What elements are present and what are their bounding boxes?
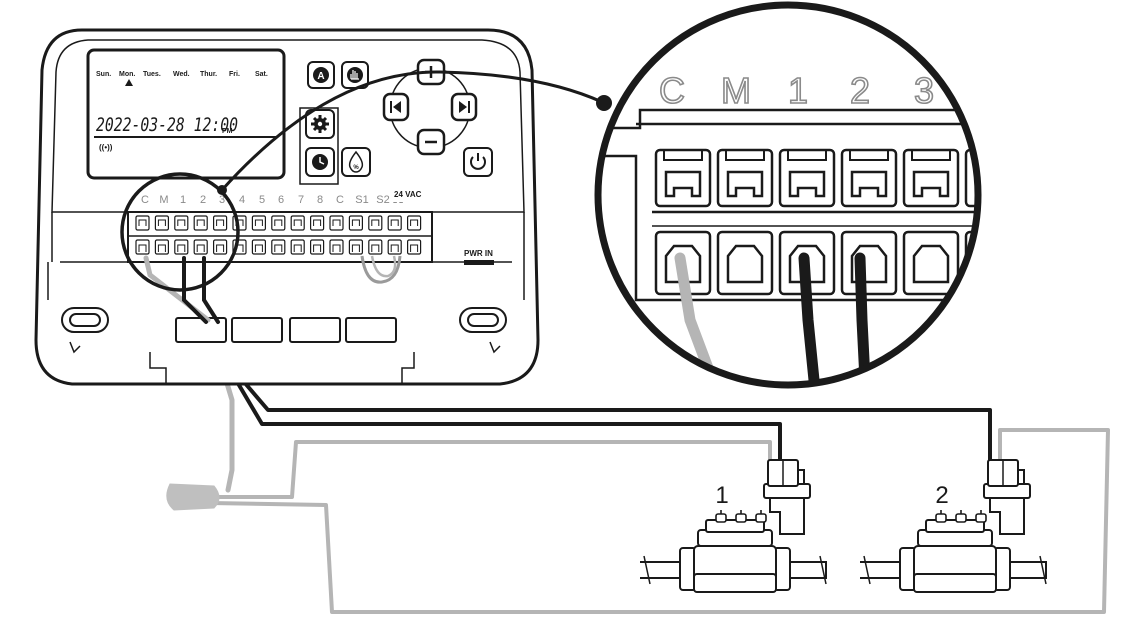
terminal-slot[interactable] — [310, 215, 325, 255]
solenoid-valve: 1 — [640, 459, 827, 593]
valve-label: 1 — [715, 482, 728, 509]
vac-label: 24 VAC — [394, 190, 422, 199]
terminal-slot[interactable] — [329, 215, 344, 255]
zoom-terminal — [654, 148, 712, 296]
terminal-slot[interactable] — [154, 215, 169, 255]
terminal-slot[interactable] — [251, 215, 266, 255]
magnify-link-line — [220, 70, 603, 192]
terminal-label: 6 — [278, 194, 284, 206]
percent-drop-icon: % — [348, 150, 364, 173]
gear-icon — [311, 115, 329, 133]
mounting-slot-right — [459, 307, 507, 333]
terminal-label: M — [159, 194, 168, 206]
magnifier-callout — [120, 70, 612, 292]
next-button[interactable] — [450, 92, 478, 122]
minus-button[interactable] — [416, 128, 446, 156]
terminal-label: C — [336, 194, 344, 206]
zoom-zone-1-wire — [798, 252, 822, 385]
terminal-slot[interactable] — [135, 215, 150, 255]
valve-label: 2 — [935, 482, 948, 509]
svg-text:%: % — [353, 165, 359, 171]
terminal-slot[interactable] — [368, 215, 383, 255]
common-wire-valve-1 — [208, 440, 772, 499]
auto-button-label: A — [317, 71, 324, 82]
mounting-slot-left — [61, 307, 109, 333]
zoom-zone-2-wire — [854, 252, 872, 385]
weekday-row: Sun. Mon. Tues. Wed. Thur. Fri. Sat. — [96, 71, 268, 78]
terminal-slot[interactable] — [348, 215, 363, 255]
hand-icon — [350, 70, 359, 80]
solenoid-valve: 2 — [860, 459, 1047, 593]
pwr-in-label: PWR IN — [464, 249, 493, 258]
zoom-terminal-label: M — [721, 70, 751, 111]
day-indicator — [125, 79, 133, 86]
auto-button[interactable]: A — [307, 61, 335, 89]
zoom-terminal — [716, 148, 774, 296]
power-icon — [470, 153, 486, 170]
terminal-strip — [127, 211, 433, 263]
zoom-terminal — [902, 148, 960, 296]
vac-polarity: ~ ~ — [393, 200, 403, 207]
terminal-label: 5 — [259, 194, 265, 206]
weekday-label: Wed. — [173, 71, 190, 78]
manual-button[interactable] — [341, 61, 369, 89]
terminal-slot[interactable] — [387, 215, 402, 255]
terminal-slot[interactable] — [174, 215, 189, 255]
terminal-label: 4 — [239, 194, 245, 206]
prev-icon — [390, 101, 401, 113]
terminal-label: 3 — [219, 194, 225, 206]
next-icon — [459, 101, 470, 113]
lcd-display: Sun. Mon. Tues. Wed. Thur. Fri. Sat. 2022-03-2… — [86, 48, 286, 180]
clock-button[interactable] — [305, 147, 335, 177]
wire-nut — [166, 483, 220, 511]
navigation-pad — [382, 58, 478, 156]
terminal-label: 2 — [200, 194, 206, 206]
sensor-jumper — [360, 255, 402, 284]
terminal-slot[interactable] — [271, 215, 286, 255]
terminal-label: 7 — [298, 194, 304, 206]
zoom-terminal-label: 2 — [850, 70, 870, 111]
weekday-label: Sat. — [255, 71, 268, 78]
knockouts — [175, 317, 397, 343]
weekday-label: Fri. — [229, 71, 240, 78]
zoom-terminal-label: 3 — [914, 70, 934, 111]
weekday-label: Mon. — [119, 71, 135, 78]
zoom-terminals — [654, 148, 978, 296]
weekday-label: Thur. — [200, 71, 217, 78]
controller: Sun. Mon. Tues. Wed. Thur. Fri. Sat. 2022-03-2… — [34, 28, 540, 386]
terminal-label: S1 — [355, 194, 368, 206]
settings-button[interactable] — [305, 109, 335, 139]
wireless-indicator: ((•)) — [99, 143, 113, 152]
zoom-circle-outline — [594, 1, 982, 389]
zoom-terminal-label: 1 — [788, 70, 808, 111]
terminal-label: 1 — [180, 194, 186, 206]
terminal-slot[interactable] — [290, 215, 305, 255]
clock-icon — [312, 154, 328, 170]
lcd-am-pm: PM — [222, 128, 233, 135]
common-wire-valve-2 — [208, 428, 1110, 614]
terminal-slot[interactable] — [407, 215, 422, 255]
water-budget-button[interactable]: % — [341, 147, 371, 177]
prev-button[interactable] — [382, 92, 410, 122]
terminal-label: 8 — [317, 194, 323, 206]
terminal-label: S2 — [376, 194, 389, 206]
magnify-circle-small — [120, 172, 240, 292]
terminal-slot[interactable] — [213, 215, 228, 255]
power-button[interactable] — [463, 147, 493, 177]
terminal-label: C — [141, 194, 149, 206]
zoom-terminal-label: C — [659, 70, 685, 111]
terminal-slot[interactable] — [193, 215, 208, 255]
lcd-date-time: 2022-03-28 12:00 — [96, 114, 238, 136]
weekday-label: Sun. — [96, 71, 111, 78]
weekday-label: Tues. — [143, 71, 161, 78]
